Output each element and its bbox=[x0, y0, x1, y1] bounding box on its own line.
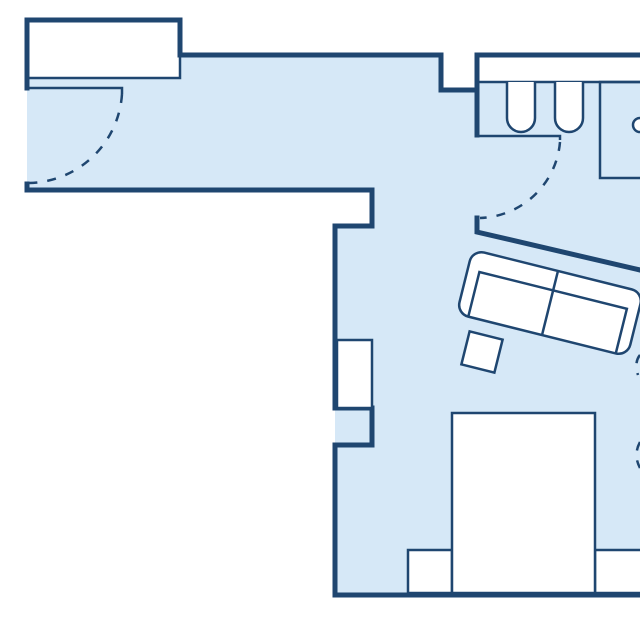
closet-shelf bbox=[25, 18, 182, 80]
window bbox=[335, 338, 374, 410]
bathroom-diagonal-wall bbox=[474, 215, 640, 273]
wall-bottom-left bbox=[24, 181, 640, 598]
sink-icon bbox=[505, 82, 537, 134]
door-swing-icon bbox=[28, 93, 124, 185]
bed-icon bbox=[450, 411, 597, 595]
sofa-icon bbox=[457, 250, 640, 356]
nightstand-icon bbox=[593, 548, 640, 595]
bathroom-counter bbox=[475, 53, 640, 84]
cabinet-knob bbox=[631, 116, 640, 134]
nightstand-icon bbox=[406, 548, 454, 595]
cabinet-icon bbox=[598, 80, 640, 180]
sink-icon bbox=[553, 82, 585, 134]
door-swing-icon bbox=[635, 441, 640, 469]
door-leaf-left bbox=[27, 86, 124, 94]
door-leaf-bathroom bbox=[477, 134, 562, 140]
door-swing-icon bbox=[479, 141, 562, 220]
door-swing-icon bbox=[635, 354, 640, 376]
ottoman-icon bbox=[459, 329, 505, 375]
